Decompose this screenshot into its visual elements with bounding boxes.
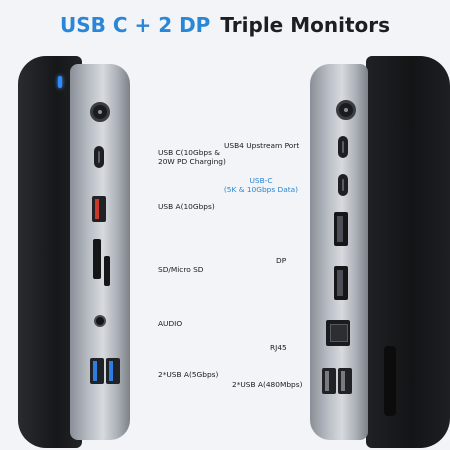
usb-a-5gbps-port-2-icon — [106, 358, 120, 384]
label-dp: DP — [276, 256, 287, 265]
usb-a-5gbps-port-1-icon — [90, 358, 104, 384]
title-part-usb-dp: USB C + 2 DP — [59, 13, 211, 37]
rj45-ethernet-port-icon — [326, 320, 350, 346]
displayport-1-icon — [334, 212, 348, 246]
right-dock-side — [306, 56, 450, 448]
usb4-upstream-port-icon — [338, 136, 348, 158]
dc-input-port-icon — [336, 100, 356, 120]
label-audio: AUDIO — [158, 319, 183, 328]
page-title: USB C + 2 DP Triple Monitors — [0, 6, 450, 44]
label-usb-c-left: USB C(10Gbps & 20W PD Charging) — [158, 148, 226, 167]
status-led-icon — [58, 76, 62, 88]
label-2-usb-a-480mbps: 2*USB A(480Mbps) — [232, 380, 303, 389]
usb-a-480mbps-port-1-icon — [322, 368, 336, 394]
dc-power-port-icon — [90, 102, 110, 122]
audio-jack-icon — [94, 315, 106, 327]
usb-c-data-port-icon — [338, 174, 348, 196]
displayport-2-icon — [334, 266, 348, 300]
kensington-lock-slot-icon — [384, 346, 396, 416]
label-usb-a-10gbps: USB A(10Gbps) — [158, 202, 215, 211]
sd-card-slot-icon — [93, 239, 101, 279]
right-dock-body — [366, 56, 450, 448]
label-rj45: RJ45 — [270, 343, 287, 352]
usb-c-port-icon — [94, 146, 104, 168]
usb-a-480mbps-port-2-icon — [338, 368, 352, 394]
usb-a-10gbps-port-icon — [92, 196, 106, 222]
label-sd-micro-sd: SD/Micro SD — [158, 265, 204, 274]
title-part-triple-monitors: Triple Monitors — [220, 13, 391, 37]
left-dock-side — [18, 56, 136, 448]
micro-sd-slot-icon — [104, 256, 110, 286]
label-2-usb-a-5gbps: 2*USB A(5Gbps) — [158, 370, 219, 379]
label-usb4-upstream: USB4 Upstream Port — [224, 141, 300, 150]
label-usb-c-right: USB-C (5K & 10Gbps Data) — [223, 176, 299, 195]
